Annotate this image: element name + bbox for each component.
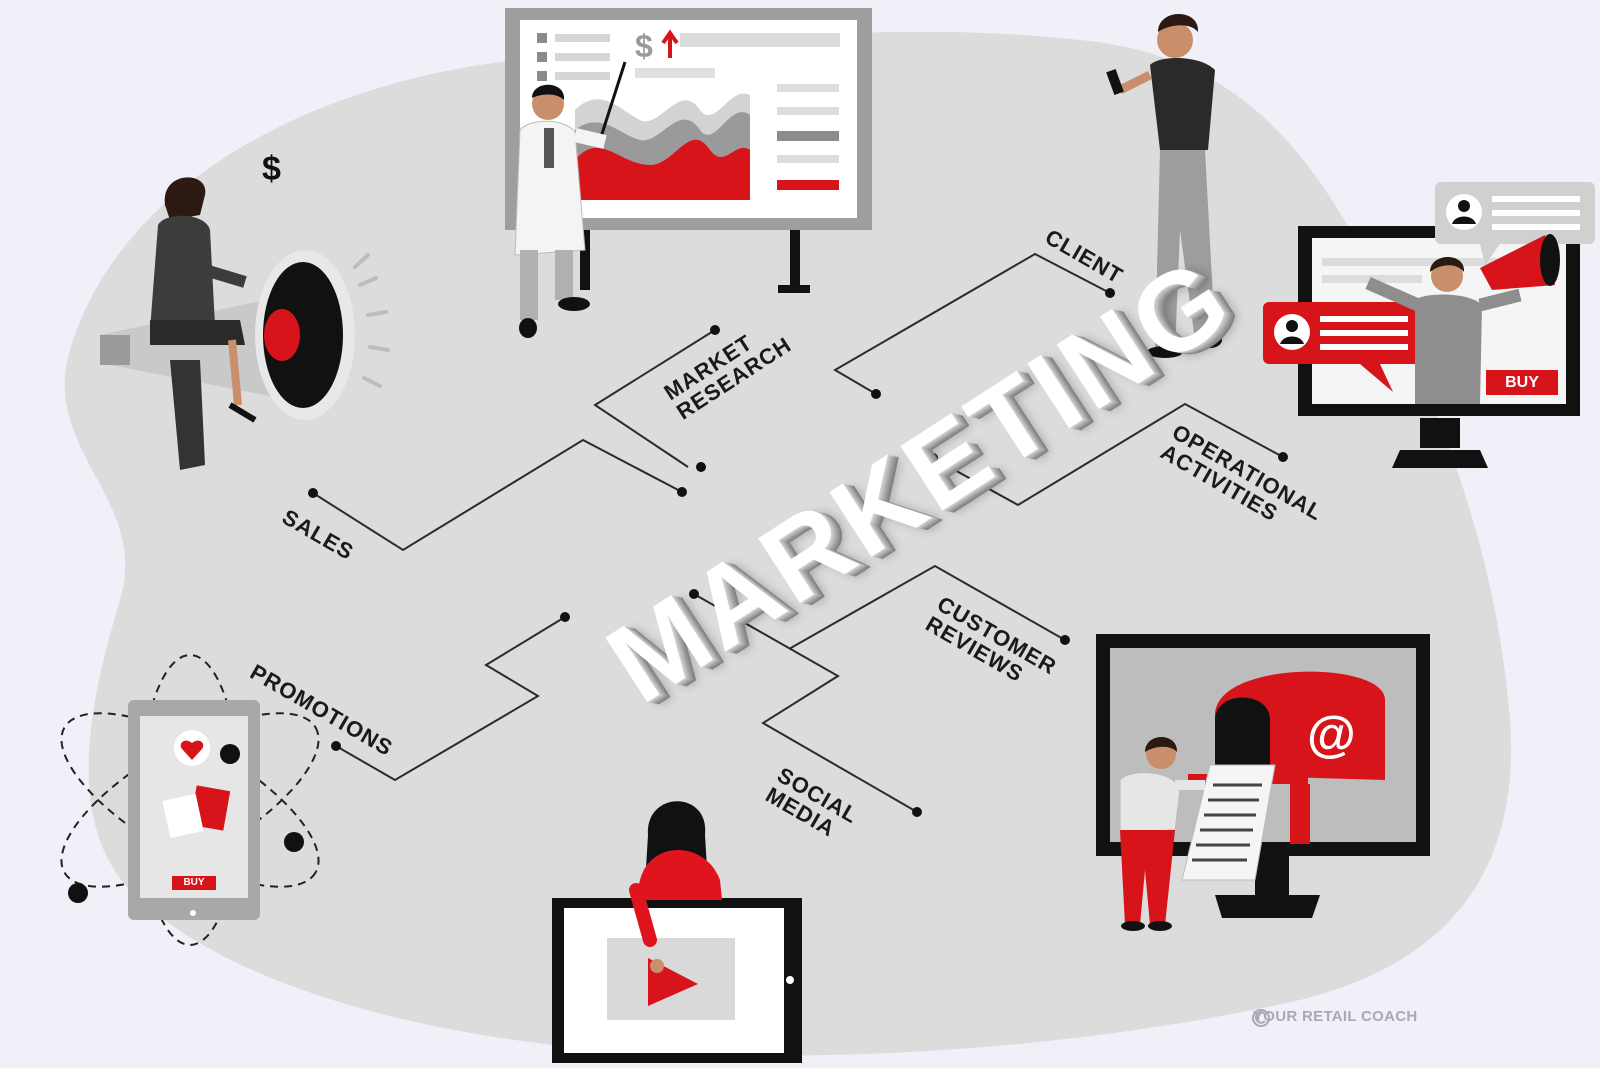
- chat-bubble-icon-red: [1263, 302, 1423, 392]
- dot-market-research-center: [696, 462, 706, 472]
- businesswoman-icon: [150, 177, 257, 423]
- dot-sales: [308, 488, 318, 498]
- dot-operational: [1278, 452, 1288, 462]
- dot-client-center: [871, 389, 881, 399]
- dot-social-center: [689, 589, 699, 599]
- reviewer-person-icon: [1119, 737, 1205, 931]
- dot-operational-center: [928, 453, 938, 463]
- connector-operational: [932, 402, 1284, 507]
- connector-market-research: [593, 329, 716, 468]
- connector-sales: [312, 438, 683, 552]
- dot-promotions-center: [560, 612, 570, 622]
- dot-promotions: [331, 741, 341, 751]
- presentation-board-icon: [505, 8, 872, 293]
- dot-client: [1105, 288, 1115, 298]
- dot-sales-center: [677, 487, 687, 497]
- mailbox-icon: [1188, 671, 1385, 844]
- connector-lines: [312, 252, 1284, 813]
- connector-social-media: [693, 593, 918, 813]
- promoter-person-icon: [1365, 234, 1560, 404]
- board-dollar-label: $: [635, 28, 653, 64]
- connector-client: [833, 252, 1111, 395]
- presenter-person-icon: [514, 84, 607, 338]
- client-person-icon: [1106, 14, 1222, 358]
- heart-icon: [180, 740, 204, 760]
- megaphone-icon: [100, 250, 390, 470]
- dollar-sign-label: $: [262, 150, 281, 188]
- buy-badge-monitor: BUY: [1486, 370, 1558, 395]
- paper-scroll: [1181, 764, 1276, 881]
- connector-customer-reviews: [788, 564, 1066, 650]
- buy-badge-phone: BUY: [172, 876, 216, 890]
- tablet-icon: [552, 898, 802, 1063]
- woman-tablet-icon: [629, 801, 722, 973]
- smartphone-icon: [60, 654, 320, 946]
- connector-promotions: [335, 616, 566, 782]
- connector-dots: [308, 288, 1288, 817]
- email-symbol: @: [1307, 706, 1356, 762]
- monitor-icon-mailbox: [1096, 634, 1430, 918]
- dot-customer-reviews: [1060, 635, 1070, 645]
- dot-social-media: [912, 807, 922, 817]
- watermark: YOUR RETAIL COACH: [1253, 1008, 1418, 1025]
- board-area-chart-front: [575, 139, 750, 200]
- copyright-icon: [1252, 1009, 1270, 1027]
- dot-market-research: [710, 325, 720, 335]
- chat-bubble-icon-gray: [1435, 182, 1595, 265]
